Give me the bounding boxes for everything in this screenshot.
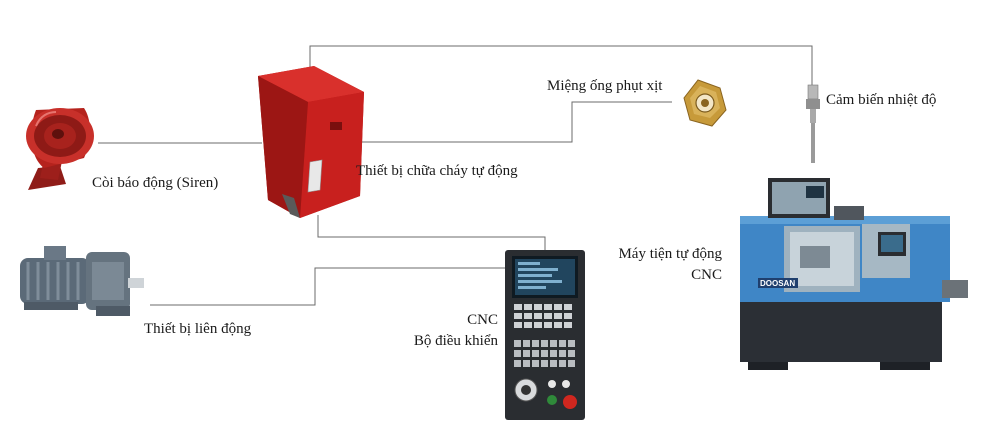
motor-icon: [20, 246, 144, 316]
lathe-label-line1: Máy tiện tự động: [618, 246, 722, 262]
siren-label: Còi báo động (Siren): [92, 175, 219, 191]
lathe-logo: DOOSAN: [760, 279, 795, 288]
cnc-label-line2: Bộ điều khiển: [413, 333, 498, 349]
line-fire-to-cnc: [317, 215, 546, 252]
line-fire-to-temp-sensor: [309, 45, 813, 85]
cnc-label-line1: CNC: [467, 312, 498, 328]
lathe-icon: DOOSAN: [740, 178, 968, 370]
temp-sensor-icon: [806, 84, 820, 163]
nozzle-icon: [683, 79, 727, 127]
fire-device-icon: [258, 66, 364, 218]
temp-sensor-label: Cảm biến nhiệt độ: [826, 92, 937, 108]
nozzle-label: Miệng ống phụt xịt: [547, 78, 663, 94]
cnc-controller-icon: [505, 250, 585, 420]
interlock-label: Thiết bị liên động: [144, 321, 252, 337]
line-interlock-to-cnc: [150, 267, 505, 306]
fire-device-label: Thiết bị chữa cháy tự động: [356, 163, 518, 179]
siren-icon: [26, 108, 94, 190]
connection-lines: [98, 45, 813, 306]
lathe-label-line2: CNC: [691, 267, 722, 283]
line-fire-to-nozzle: [362, 101, 672, 143]
